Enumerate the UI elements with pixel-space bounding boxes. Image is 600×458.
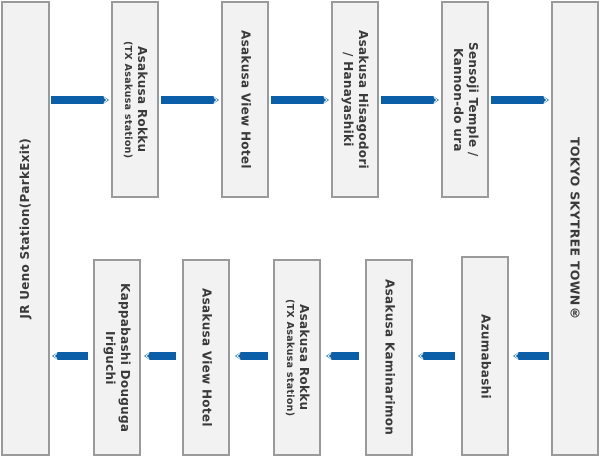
stop-label: Azumabashi xyxy=(478,313,493,399)
arrow-right xyxy=(161,96,219,104)
stop-label: Asakusa View Hotel xyxy=(238,30,253,169)
arrow-left xyxy=(52,352,88,360)
arrow-left xyxy=(513,352,549,360)
arrow-left xyxy=(235,352,268,360)
stop-jr-ueno-station: JR Ueno Station(ParkExit) xyxy=(1,1,50,456)
arrow-right xyxy=(51,96,109,104)
stop-label: Sensoji Temple / xyxy=(466,42,480,157)
stop-label: Asakusa Rokku xyxy=(297,304,311,411)
stop-label: JR Ueno Station(ParkExit) xyxy=(18,138,32,319)
stop-label-line2: / Hanayashiki xyxy=(341,52,355,147)
stop-asakusa-kaminarimon: Asakusa Kaminarimon xyxy=(365,259,413,456)
stop-label: Kappabashi Douguga xyxy=(118,282,132,433)
stop-azumabashi: Azumabashi xyxy=(461,256,509,456)
stop-label-line2: Iriguchi xyxy=(103,330,117,385)
stop-sensoji-temple: Sensoji Temple / Kannon-do ura xyxy=(441,1,489,198)
arrow-left xyxy=(144,352,176,360)
stop-sublabel: (TX Asakusa station) xyxy=(122,40,133,159)
stop-asakusa-hisagodori: Asakusa Hisagodori / Hanayashiki xyxy=(331,1,379,198)
stop-asakusa-rokku-inbound: Asakusa Rokku (TX Asakusa station) xyxy=(273,259,321,456)
stop-tokyo-skytree-town: TOKYO SKYTREE TOWN® xyxy=(551,1,599,456)
arrow-left xyxy=(418,352,455,360)
stop-label: Asakusa Kaminarimon xyxy=(382,279,397,436)
stop-label-line2: Kannon-do ura xyxy=(451,47,465,152)
stop-asakusa-view-hotel-outbound: Asakusa View Hotel xyxy=(221,1,269,198)
stop-asakusa-view-hotel-inbound: Asakusa View Hotel xyxy=(182,259,230,456)
arrow-right xyxy=(491,96,549,104)
stop-asakusa-rokku-outbound: Asakusa Rokku (TX Asakusa station) xyxy=(111,1,159,198)
arrow-right xyxy=(381,96,439,104)
arrow-left xyxy=(326,352,359,360)
stop-kappabashi-douguga: Kappabashi Douguga Iriguchi xyxy=(93,259,141,456)
arrow-right xyxy=(271,96,329,104)
stop-label: Asakusa Hisagodori xyxy=(356,30,370,169)
stop-label: Asakusa View Hotel xyxy=(199,288,214,427)
stop-label: TOKYO SKYTREE TOWN® xyxy=(567,136,583,321)
stop-label: Asakusa Rokku xyxy=(135,46,149,153)
stop-sublabel: (TX Asakusa station) xyxy=(284,298,295,417)
